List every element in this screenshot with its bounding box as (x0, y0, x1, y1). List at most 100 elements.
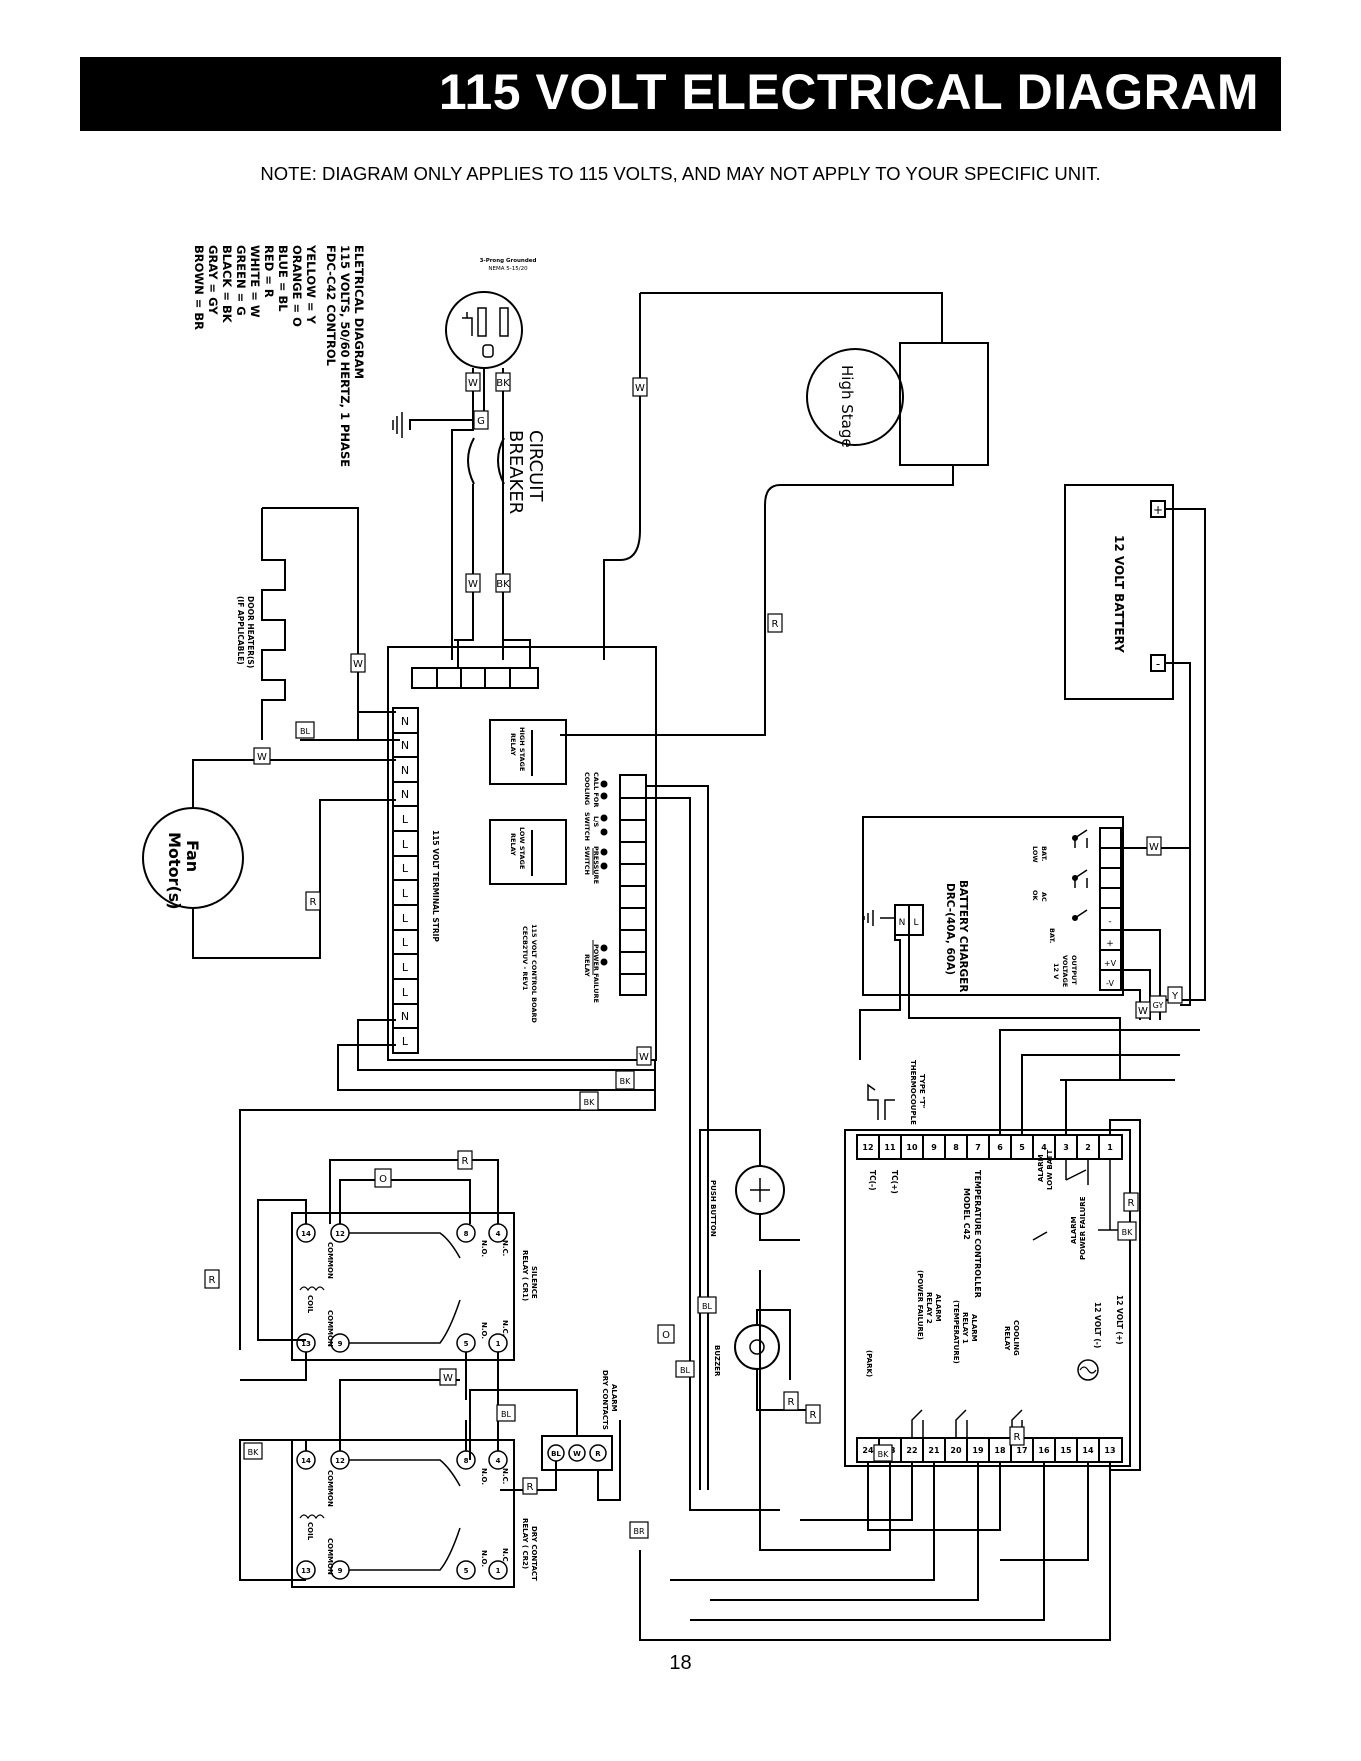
relay-no-label: N.O. (480, 1240, 488, 1257)
controller-terminal: 1 (1107, 1143, 1113, 1152)
terminal-label: L (402, 862, 409, 875)
low-stage-relay-label: RELAY (509, 833, 517, 856)
relay-no-label: N.O. (480, 1550, 488, 1567)
relay-pin: 14 (301, 1230, 311, 1238)
svg-text:W: W (635, 383, 645, 394)
relay-nc-label: N.C. (501, 1240, 509, 1256)
controller-terminal: 10 (906, 1143, 918, 1152)
svg-text:R: R (788, 1397, 795, 1408)
alarm-relay2-label: (POWER FAILURE) (916, 1270, 924, 1340)
relay-pin: 5 (464, 1340, 469, 1348)
color-legend: ELETRICAL DIAGRAM 115 VOLTS, 50/60 HERTZ… (192, 244, 366, 467)
ls-switch-label: L/S (592, 816, 600, 828)
svg-text:BL: BL (702, 1302, 712, 1311)
charger-terminal-label: +V (1104, 959, 1117, 968)
svg-text:BK: BK (496, 378, 510, 389)
wire-tag: BL (697, 1296, 717, 1314)
terminal-label: L (402, 838, 409, 851)
silence-relay-label: RELAY ( CR1) (521, 1250, 529, 1301)
controller-terminal: 16 (1038, 1446, 1050, 1455)
svg-text:W: W (639, 1052, 649, 1063)
high-stage-box (899, 342, 989, 466)
wire-tag: O (657, 1324, 675, 1344)
relay-pin: 9 (338, 1567, 343, 1575)
controller-terminal: 17 (1016, 1446, 1027, 1455)
plug-label: 3-Prong Grounded (480, 258, 537, 264)
plug-label: NEMA 5-15/20 (488, 266, 528, 272)
relay-nc-label: N.C. (501, 1468, 509, 1484)
controller-terminal: 18 (994, 1446, 1006, 1455)
relay-pin: 12 (335, 1457, 345, 1465)
relay-pin: 13 (301, 1340, 311, 1348)
charger-terminal-label: + (1106, 939, 1114, 949)
svg-text:W: W (468, 579, 478, 590)
controller-label: TEMPERATURE CONTROLLER (973, 1170, 982, 1298)
wire-tag: BK (495, 573, 511, 593)
charger-input-label: L (913, 918, 918, 928)
title-banner: 115 VOLT ELECTRICAL DIAGRAM (80, 57, 1281, 131)
battery-charger (862, 816, 1124, 996)
controller-terminal: 24 (862, 1446, 874, 1455)
terminal-label: N (401, 739, 409, 752)
battery (1064, 484, 1174, 700)
wire-tag: GY (1149, 995, 1167, 1013)
output-voltage-label: 12 V (1052, 963, 1060, 979)
thermocouple-label: TYPE "T" (918, 1074, 926, 1108)
tc-plus-label: TC(+) (890, 1170, 899, 1194)
relay-coil-label: COIL (306, 1295, 314, 1314)
push-button-label: PUSH BUTTON (709, 1180, 717, 1237)
legend-color: ORANGE = O (290, 245, 304, 327)
terminal-label: L (402, 813, 409, 826)
svg-text:R: R (462, 1156, 469, 1167)
silence-relay-label: SILENCE (530, 1266, 538, 1299)
call-for-cooling-label: CALL FOR (592, 772, 600, 807)
dry-contact-terminal: R (595, 1450, 601, 1458)
fan-motor-label: Motor(s) (165, 832, 184, 910)
controller-terminal: 13 (1104, 1446, 1115, 1455)
legend-spec: 115 VOLTS, 50/60 HERTZ, 1 PHASE (338, 245, 352, 467)
controller-terminal: 19 (972, 1446, 984, 1455)
wire-tag: R (457, 1150, 473, 1170)
wire-tag: W (350, 653, 366, 673)
ls-switch-label: SWITCH (583, 812, 591, 841)
low-stage-relay-label: LOW STAGE (518, 827, 526, 869)
wire-tag: BK (1117, 1221, 1137, 1241)
ac-ok-label: AC (1040, 892, 1048, 902)
terminal-label: N (401, 788, 409, 801)
terminal-label: L (402, 887, 409, 900)
high-stage-relay-label: RELAY (509, 733, 517, 756)
controller-terminal: 22 (906, 1446, 917, 1455)
door-heater-label: (IF APPLICABLE) (236, 596, 245, 665)
terminal-label: N (401, 1010, 409, 1023)
wire-tag: R (767, 613, 783, 633)
svg-text:R: R (527, 1482, 534, 1493)
wire-tag: W (465, 372, 481, 392)
dry-contact-relay-label: RELAY ( CR2) (521, 1518, 529, 1569)
dry-contact-relay-label: DRY CONTACT (530, 1526, 538, 1581)
svg-text:W: W (443, 1373, 453, 1384)
battery-label: 12 VOLT BATTERY (1112, 535, 1126, 653)
controller-terminal: 3 (1063, 1143, 1069, 1152)
svg-text:BR: BR (633, 1527, 644, 1536)
svg-text:R: R (772, 619, 779, 630)
controller-terminal: 12 (862, 1143, 873, 1152)
controller-terminal: 4 (1041, 1143, 1047, 1152)
relay-nc-label: N.C. (501, 1320, 509, 1336)
wire-tag: BR (629, 1521, 649, 1539)
charger-label: BATTERY CHARGER (957, 880, 969, 992)
fan-motor-label: Fan (183, 840, 202, 872)
bat-low-label: LOW (1031, 846, 1039, 863)
svg-text:BL: BL (300, 727, 310, 736)
charger-label: DRC-(40A, 60A) (944, 883, 956, 975)
page-title: 115 VOLT ELECTRICAL DIAGRAM (438, 64, 1259, 120)
svg-text:BK: BK (878, 1450, 889, 1459)
thermocouple-label: THERMOCOUPLE (909, 1060, 917, 1125)
controller-terminal: 2 (1085, 1143, 1091, 1152)
terminal-label: L (402, 912, 409, 925)
svg-text:R: R (1128, 1198, 1135, 1209)
legend-title: ELETRICAL DIAGRAM (352, 245, 366, 379)
relay-common-label: COMMON (326, 1470, 334, 1507)
wire-tag: R (1123, 1192, 1139, 1212)
legend-color: BLACK = BK (220, 245, 234, 324)
